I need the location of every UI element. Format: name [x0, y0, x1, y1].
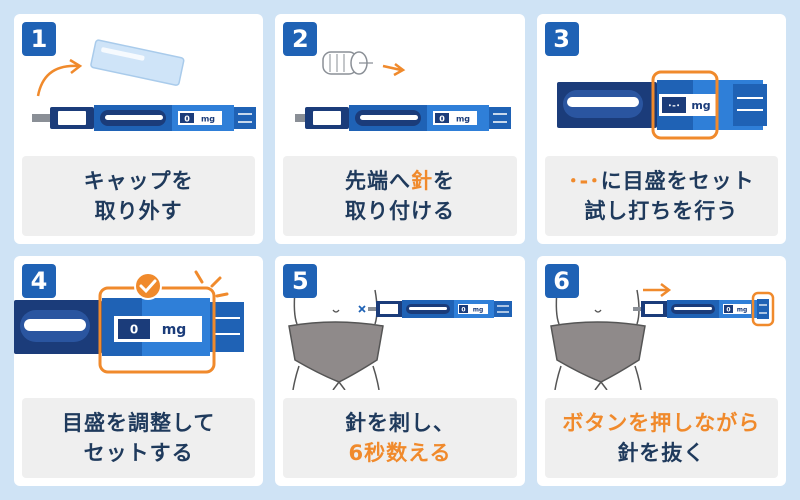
- caption-text: を: [432, 168, 455, 193]
- step-number: 5: [283, 264, 318, 298]
- caption-line-1: 目盛を調整して: [61, 410, 216, 435]
- caption-accent: 針: [410, 168, 433, 193]
- dial-unit: mg: [691, 99, 710, 112]
- caption-line-1: ･-･に目盛をセット: [568, 166, 755, 196]
- dial-unit: mg: [456, 115, 470, 124]
- dial-value: ･-･: [667, 102, 680, 112]
- caption-line-2: 取り付ける: [344, 199, 455, 223]
- step-number: 3: [544, 22, 579, 56]
- needle-attach-icon: 0 mg: [295, 51, 512, 131]
- caption-text: 先端へ: [344, 168, 411, 193]
- caption-line-2: 取り外す: [94, 199, 183, 223]
- dial-value: 0: [184, 115, 190, 124]
- dial-value: 0: [462, 307, 466, 314]
- step-caption: ボタンを押しながら 針を抜く: [544, 398, 778, 478]
- step-card-2: 2 0 mg: [275, 14, 525, 244]
- dial-unit: mg: [201, 115, 215, 124]
- step-number: 2: [283, 22, 318, 56]
- step-caption: 先端へ針を 取り付ける: [283, 156, 517, 236]
- step-number: 1: [22, 22, 56, 56]
- step-card-1: 1 0 mg キャップを: [14, 14, 264, 244]
- caption-line-1: ボタンを押しながら: [562, 410, 761, 435]
- caption-text: に目盛をセット: [600, 168, 755, 193]
- caption-line-2: 試し打ちを行う: [584, 199, 739, 223]
- step-caption: 針を刺し、 6秒数える: [283, 398, 517, 478]
- dose-window-test-icon: ･-･ mg: [556, 70, 767, 140]
- step-caption: 目盛を調整して セットする: [22, 398, 256, 478]
- caption-line-1: 針を刺し、: [344, 410, 455, 435]
- caption-line-2: セットする: [83, 441, 194, 465]
- dial-value: 0: [130, 323, 138, 337]
- press-button-icon: 0 mg: [549, 283, 774, 390]
- dial-unit: mg: [736, 307, 747, 314]
- caption-line-2: 針を抜く: [617, 441, 706, 465]
- step-number: 6: [544, 264, 579, 298]
- dial-unit: mg: [162, 322, 187, 338]
- dose-set-check-icon: 0 mg: [14, 270, 244, 374]
- caption-line-2: 6秒数える: [348, 441, 452, 465]
- abdomen-injection-icon: 0 mg: [288, 289, 513, 390]
- dial-value: 0: [726, 307, 730, 314]
- pen-cap-removal-icon: 0 mg: [32, 39, 256, 131]
- step-caption: キャップを 取り外す: [22, 156, 256, 236]
- step-card-3: 3 ･-･ mg ･-･に目盛をセット 試し打ちを行う: [536, 14, 786, 244]
- step-card-4: 4 0 mg 目盛を調整して セットする: [14, 256, 264, 486]
- step-card-6: 6 0 mg: [536, 256, 786, 486]
- step-number: 4: [22, 264, 56, 298]
- dial-value: 0: [440, 115, 446, 124]
- step-card-5: 5 0 mg: [275, 256, 525, 486]
- dial-unit: mg: [473, 307, 484, 314]
- caption-line-1: 先端へ針を: [345, 166, 455, 196]
- caption-accent: ･-･: [567, 168, 601, 193]
- caption-line-1: キャップを: [83, 168, 194, 193]
- step-caption: ･-･に目盛をセット 試し打ちを行う: [544, 156, 778, 236]
- steps-grid: 1 0 mg キャップを: [14, 14, 786, 486]
